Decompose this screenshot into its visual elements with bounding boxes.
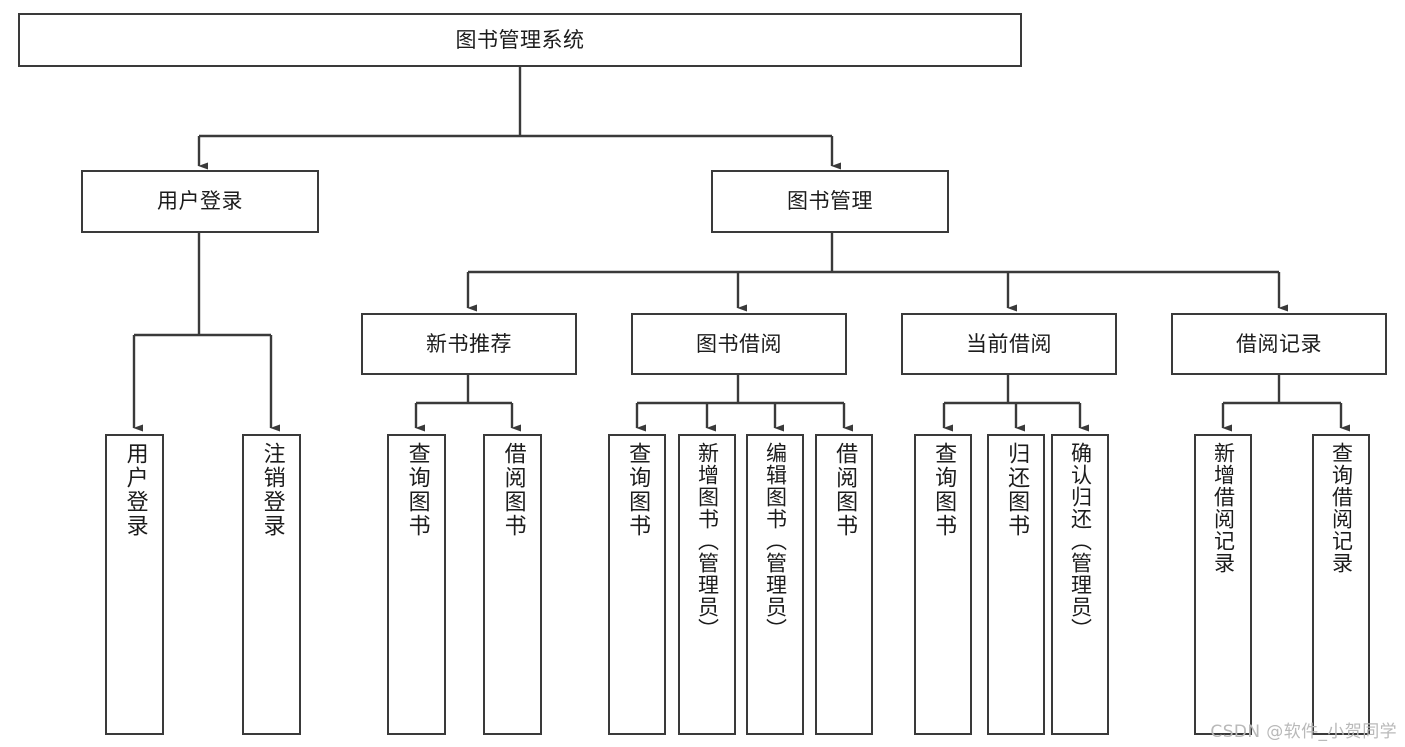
node-root-book-management-system[interactable]: 图书管理系统	[18, 13, 1022, 67]
node-label: 图书管理	[787, 189, 873, 214]
node-label: 借阅图书	[832, 442, 858, 538]
node-leaf-user-login-logout[interactable]: 注销登录	[242, 434, 301, 735]
node-leaf-book-borrow-add[interactable]: 新增图书（管理员）	[678, 434, 736, 735]
node-label: 归还图书	[1004, 442, 1030, 538]
node-label: 借阅图书	[500, 442, 526, 538]
node-leaf-new-book-borrow[interactable]: 借阅图书	[483, 434, 542, 735]
node-label: 查询图书	[931, 442, 957, 538]
node-label: 新增图书（管理员）	[695, 442, 720, 640]
node-leaf-current-borrow-return[interactable]: 归还图书	[987, 434, 1045, 735]
node-label: 确认归还（管理员）	[1068, 442, 1093, 640]
node-label: 当前借阅	[966, 331, 1052, 356]
node-label: 借阅记录	[1236, 331, 1322, 356]
node-label: 查询图书	[404, 442, 430, 538]
node-label: 新增借阅记录	[1211, 442, 1236, 574]
node-current-borrow[interactable]: 当前借阅	[901, 313, 1117, 375]
node-book-management[interactable]: 图书管理	[711, 170, 949, 233]
node-label: 查询图书	[625, 442, 651, 538]
node-book-borrow[interactable]: 图书借阅	[631, 313, 847, 375]
node-leaf-book-borrow-edit[interactable]: 编辑图书（管理员）	[746, 434, 804, 735]
node-leaf-new-book-query[interactable]: 查询图书	[387, 434, 446, 735]
node-leaf-borrow-record-query[interactable]: 查询借阅记录	[1312, 434, 1370, 735]
node-borrow-record[interactable]: 借阅记录	[1171, 313, 1387, 375]
node-new-book-recommend[interactable]: 新书推荐	[361, 313, 577, 375]
node-leaf-user-login-login[interactable]: 用户登录	[105, 434, 164, 735]
node-user-login[interactable]: 用户登录	[81, 170, 319, 233]
node-leaf-current-borrow-query[interactable]: 查询图书	[914, 434, 972, 735]
node-label: 注销登录	[259, 442, 285, 538]
node-label: 用户登录	[122, 442, 148, 538]
node-label: 图书借阅	[696, 331, 782, 356]
node-label: 编辑图书（管理员）	[763, 442, 788, 640]
node-leaf-book-borrow-borrow[interactable]: 借阅图书	[815, 434, 873, 735]
node-label: 图书管理系统	[455, 27, 585, 52]
node-label: 用户登录	[157, 189, 243, 214]
node-label: 查询借阅记录	[1329, 442, 1354, 574]
watermark-text: CSDN @软件_小贺同学	[1210, 722, 1397, 742]
node-leaf-borrow-record-add[interactable]: 新增借阅记录	[1194, 434, 1252, 735]
node-leaf-current-borrow-confirm-return[interactable]: 确认归还（管理员）	[1051, 434, 1109, 735]
node-label: 新书推荐	[426, 331, 512, 356]
node-leaf-book-borrow-query[interactable]: 查询图书	[608, 434, 666, 735]
